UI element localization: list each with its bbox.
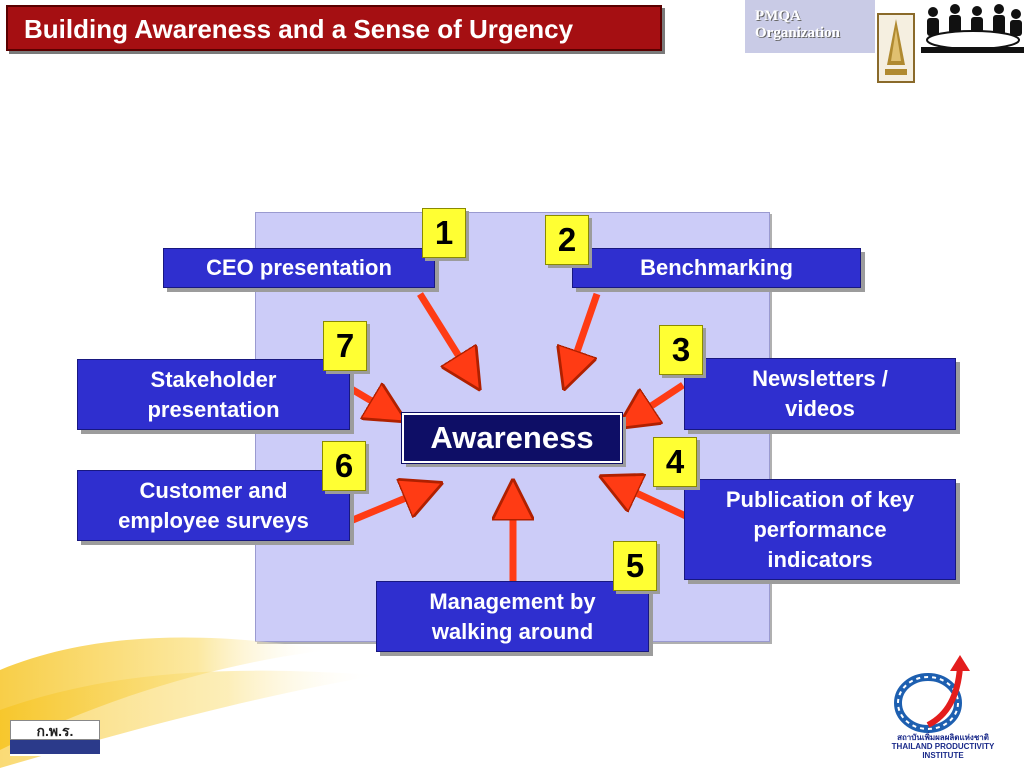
center-label: Awareness [430,420,593,456]
source-label-1: CEO presentation [206,253,392,283]
source-label-4: Publication of key performance indicator… [726,485,914,575]
source-label-5: Management by walking around [429,587,595,647]
title-bar: Building Awareness and a Sense of Urgenc… [6,5,662,51]
source-label-2: Benchmarking [640,253,793,283]
source-label-7: Stakeholder presentation [147,365,279,425]
number-badge-4: 4 [653,437,697,487]
source-box-kpi-publication: Publication of key performance indicator… [684,479,956,580]
source-box-newsletters: Newsletters / videos [684,358,956,430]
opdc-logo-bar [10,740,100,754]
source-box-benchmarking: Benchmarking [572,248,861,288]
pmqa-emblem-icon [879,15,913,81]
opdc-logo-text: ก.พ.ร. [10,720,100,740]
source-label-6: Customer and employee surveys [118,476,309,536]
tpi-logo-text: สถาบันเพิ่มผลผลิตแห่งชาติ THAILAND PRODU… [888,733,998,760]
organization-box: PMQA Organization [745,0,875,53]
number-badge-5: 5 [613,541,657,591]
source-label-3: Newsletters / videos [752,364,888,424]
number-badge-6: 6 [322,441,366,491]
number-badge-2: 2 [545,215,589,265]
slide-title: Building Awareness and a Sense of Urgenc… [24,14,573,45]
number-badge-1: 1 [422,208,466,258]
meeting-people-image [921,0,1024,53]
source-box-surveys: Customer and employee surveys [77,470,350,541]
organization-label: PMQA Organization [755,8,840,42]
source-box-ceo-presentation: CEO presentation [163,248,435,288]
opdc-logo: ก.พ.ร. [10,720,100,756]
number-badge-7: 7 [323,321,367,371]
source-box-stakeholder: Stakeholder presentation [77,359,350,430]
number-badge-3: 3 [659,325,703,375]
pmqa-logo [877,13,915,83]
awareness-center-box: Awareness [402,413,622,463]
